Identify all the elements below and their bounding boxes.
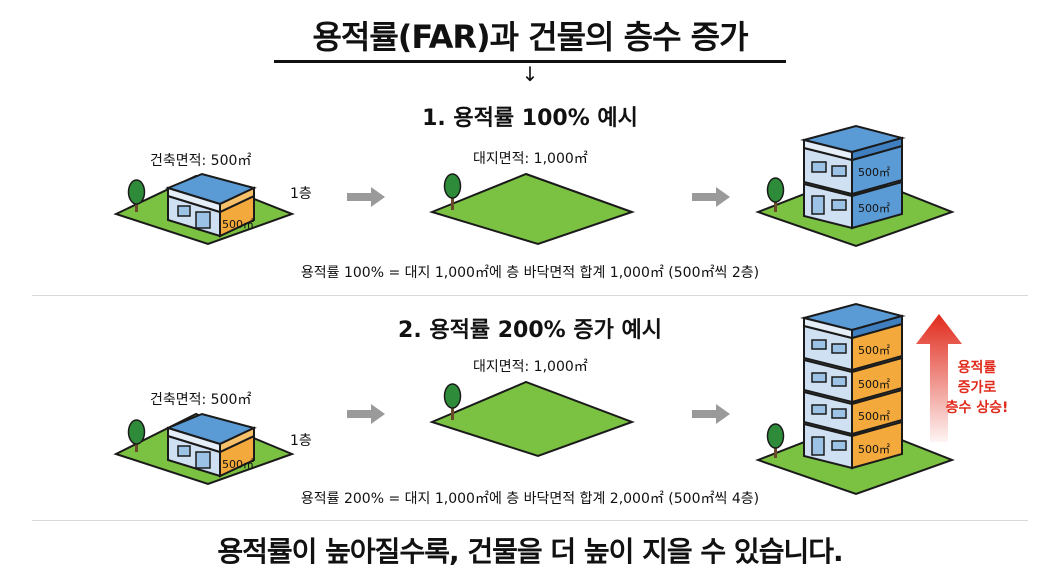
section-2-4-story-building: 500㎡ 500㎡ 500㎡ 500㎡ bbox=[755, 302, 955, 496]
tree-icon bbox=[766, 423, 785, 458]
floor-area-tag: 500㎡ bbox=[858, 443, 890, 456]
increase-note-line: 층수 상승! bbox=[945, 400, 1009, 416]
section-2-lot-with-1-story-building: 500㎡ bbox=[113, 412, 295, 486]
section-2-land-area-label: 대지면적: 1,000㎡ bbox=[473, 359, 588, 375]
section-2-empty-lot bbox=[429, 380, 635, 458]
section-1-floor-area-tag: 500㎡ bbox=[222, 218, 254, 231]
section-2-title: 2. 용적률 200% 증가 예시 bbox=[398, 318, 662, 343]
section-1-land-area-label: 대지면적: 1,000㎡ bbox=[473, 151, 588, 167]
section-1-lot-with-1-story-building: 500㎡ bbox=[113, 172, 295, 246]
tree-icon bbox=[443, 383, 462, 420]
title-underline bbox=[274, 60, 786, 63]
section-1-title: 1. 용적률 100% 예시 bbox=[422, 106, 638, 131]
footer-conclusion: 용적률이 높아질수록, 건물을 더 높이 지을 수 있습니다. bbox=[217, 535, 843, 568]
section-divider bbox=[32, 520, 1028, 521]
right-arrow-icon bbox=[692, 404, 730, 424]
increase-note-line: 용적률 bbox=[957, 360, 997, 376]
page-title: 용적률(FAR)과 건물의 층수 증가 bbox=[312, 18, 748, 56]
section-1-building-area-label: 건축면적: 500㎡ bbox=[150, 153, 252, 169]
section-1-2-story-building: 500㎡ 500㎡ bbox=[755, 124, 955, 248]
floor-area-tag: 500㎡ bbox=[858, 202, 890, 215]
floor-area-tag: 500㎡ bbox=[858, 344, 890, 357]
section-1-empty-lot bbox=[428, 172, 636, 246]
down-arrow-icon: ↓ bbox=[521, 62, 539, 86]
tree-icon bbox=[443, 173, 462, 210]
section-1-formula: 용적률 100% = 대지 1,000㎡에 층 바닥면적 합계 1,000㎡ (… bbox=[300, 265, 760, 281]
tree-icon bbox=[127, 419, 146, 452]
tree-icon bbox=[766, 177, 785, 212]
section-2-formula: 용적률 200% = 대지 1,000㎡에 층 바닥면적 합계 2,000㎡ (… bbox=[300, 491, 760, 507]
section-1-floor-label: 1층 bbox=[290, 186, 312, 202]
floor-area-tag: 500㎡ bbox=[858, 378, 890, 391]
section-2-floor-label: 1층 bbox=[290, 433, 312, 449]
increase-note-line: 증가로 bbox=[957, 380, 997, 396]
section-2-building-area-label: 건축면적: 500㎡ bbox=[150, 392, 252, 408]
floor-area-tag: 500㎡ bbox=[858, 410, 890, 423]
right-arrow-icon bbox=[347, 404, 385, 424]
tree-icon bbox=[127, 179, 146, 212]
floor-area-tag: 500㎡ bbox=[858, 166, 890, 179]
right-arrow-icon bbox=[347, 187, 385, 207]
increase-note: 용적률 증가로 층수 상승! bbox=[932, 358, 1022, 418]
section-divider bbox=[32, 295, 1028, 296]
section-2-floor-area-tag: 500㎡ bbox=[222, 458, 254, 471]
right-arrow-icon bbox=[692, 187, 730, 207]
up-arrow-icon bbox=[916, 314, 962, 442]
